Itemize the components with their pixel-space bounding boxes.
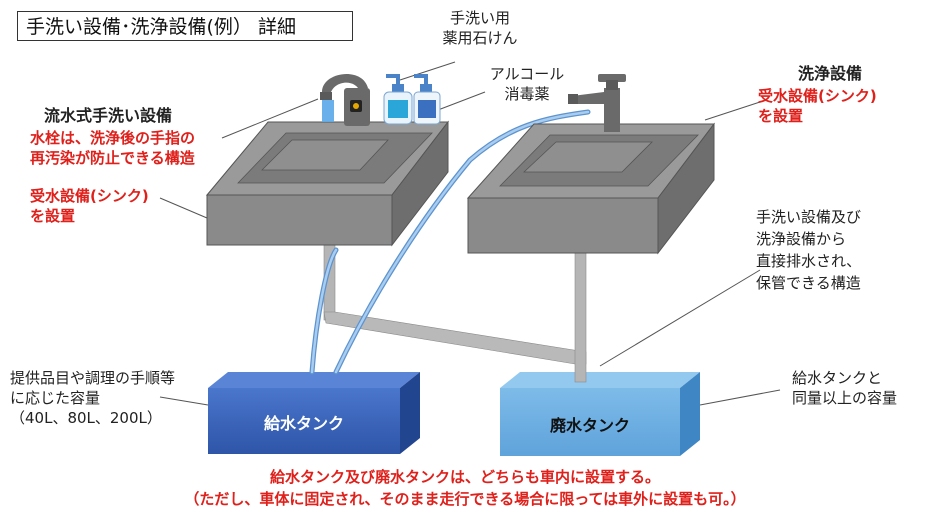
alcohol-label-line1: アルコール <box>489 65 565 83</box>
leader-lines <box>159 61 781 406</box>
drain-line2: 洗浄設備から <box>756 230 847 248</box>
page-title: 手洗い設備･洗浄設備(例） 詳細 <box>17 11 353 41</box>
left-red-desc1: 水栓は、洗浄後の手指の <box>30 129 196 147</box>
left-heading: 流水式手洗い設備 <box>44 106 173 125</box>
left-sink-red2: を設置 <box>30 207 76 225</box>
soap-label: 手洗い用 薬用石けん <box>430 8 530 48</box>
drain-line3: 直接排水され、 <box>756 252 862 270</box>
drain-line1: 手洗い設備及び <box>756 208 862 226</box>
leader-alcohol <box>437 91 486 111</box>
supply-note-line3: （40L、80L、200L） <box>10 409 162 427</box>
waste-note-line1: 給水タンクと <box>792 369 883 387</box>
left-sink-red1: 受水設備(シンク) <box>30 187 149 205</box>
left-red-desc2: 再汚染が防止できる構造 <box>30 149 195 167</box>
alcohol-bottle-icon <box>413 74 441 125</box>
leader-left-sink <box>159 197 208 219</box>
right-red1: 受水設備(シンク) <box>758 87 877 105</box>
sensor-faucet-icon <box>320 74 370 126</box>
waste-note-line2: 同量以上の容量 <box>792 389 898 407</box>
alcohol-label-line2: 消毒薬 <box>504 85 550 103</box>
supply-note-line2: に応じた容量 <box>10 389 101 407</box>
left-sink-shape <box>205 120 450 247</box>
waste-tank-note: 給水タンクと 同量以上の容量 <box>792 368 897 408</box>
water-hoses <box>309 109 591 375</box>
soap-label-line2: 薬用石けん <box>442 29 518 47</box>
leader-left-heading <box>221 98 319 139</box>
leader-drain <box>599 269 761 367</box>
bottom-note-line1: 給水タンク及び廃水タンクは、どちらも車内に設置する。 <box>269 468 660 486</box>
supply-note-line1: 提供品目や調理の手順等 <box>10 369 176 387</box>
right-red2: を設置 <box>758 107 804 125</box>
leader-waste-note <box>699 389 781 406</box>
drain-description: 手洗い設備及び 洗浄設備から 直接排水され、 保管できる構造 <box>756 206 861 294</box>
supply-tank-label: 給水タンク <box>263 414 344 433</box>
waste-tank-shape <box>500 372 700 456</box>
soap-label-line1: 手洗い用 <box>449 9 510 27</box>
supply-tank-shape <box>208 372 420 454</box>
waste-tank-label: 廃水タンク <box>549 416 630 435</box>
right-heading: 洗浄設備 <box>798 64 863 83</box>
bottom-note-line2: （ただし、車体に固定され、そのまま走行できる場合に限っては車外に設置も可。） <box>184 490 746 508</box>
lever-faucet-icon <box>568 74 626 132</box>
supply-tank-note: 提供品目や調理の手順等 に応じた容量 （40L、80L、200L） <box>10 368 175 428</box>
leader-supply-note <box>159 396 209 406</box>
leader-right-sink <box>704 101 761 121</box>
drain-line4: 保管できる構造 <box>756 274 861 292</box>
right-sink-shape <box>466 122 716 255</box>
leader-soap <box>399 61 456 81</box>
soap-bottle-icon <box>383 74 413 125</box>
alcohol-label: アルコール 消毒薬 <box>482 64 572 104</box>
